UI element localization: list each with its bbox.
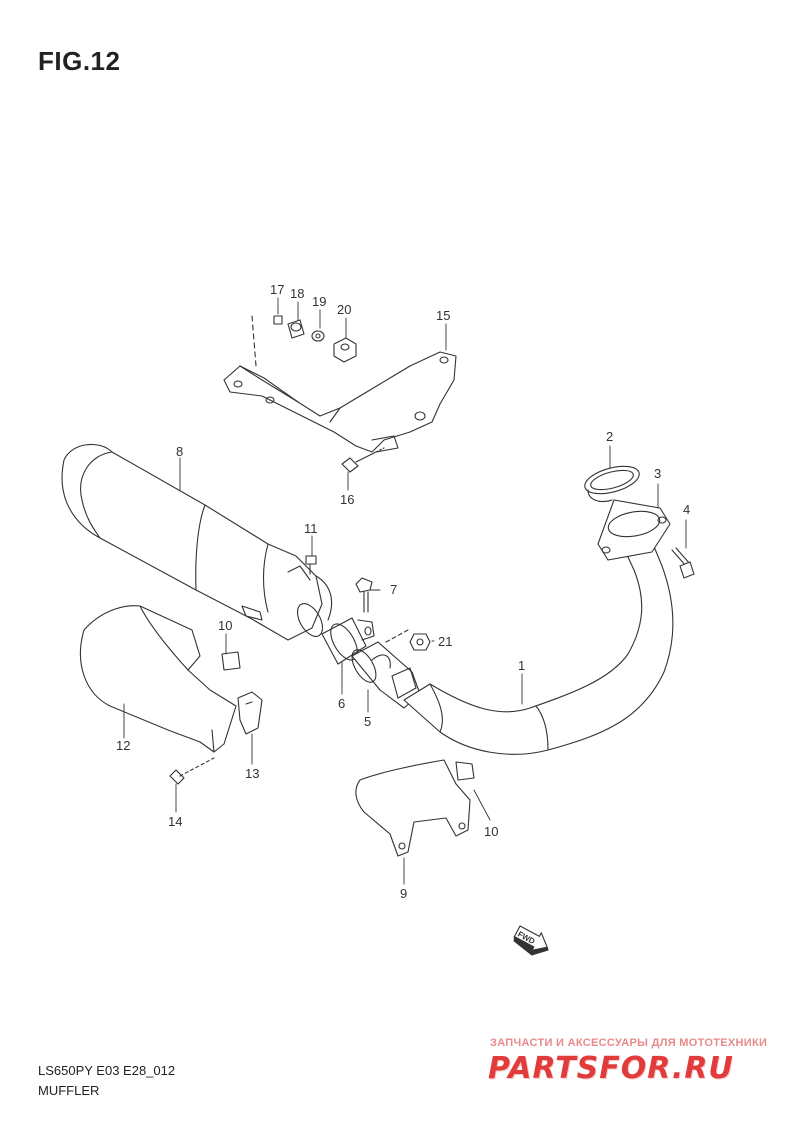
callout-3: 3 xyxy=(654,466,661,481)
part-19-washer xyxy=(311,330,325,342)
figure-title: FIG.12 xyxy=(38,46,121,76)
part-15-muffler-bracket xyxy=(223,351,457,453)
callout-7: 7 xyxy=(390,582,397,597)
callout-21: 21 xyxy=(438,634,452,649)
callout-17: 17 xyxy=(270,282,284,297)
diagram-code: LS650PY E03 E28_012 xyxy=(38,1063,176,1078)
part-12-heat-shield xyxy=(80,605,237,753)
part-3-flange xyxy=(597,499,671,561)
callout-12: 12 xyxy=(116,738,130,753)
callout-5: 5 xyxy=(364,714,371,729)
callout-10-lower: 10 xyxy=(484,824,498,839)
callout-10-upper: 10 xyxy=(218,618,232,633)
part-1-exhaust-pipe xyxy=(403,531,674,755)
part-8-muffler xyxy=(61,443,333,641)
part-9-heat-shield xyxy=(355,759,471,857)
callout-19: 19 xyxy=(312,294,326,309)
part-10-damper-lower xyxy=(455,761,475,781)
callout-2: 2 xyxy=(606,429,613,444)
part-20-nut xyxy=(333,337,357,363)
watermark-tagline: ЗАПЧАСТИ И АКСЕССУАРЫ ДЛЯ МОТОТЕХНИКИ xyxy=(490,1037,768,1049)
part-17-collar xyxy=(273,315,283,325)
part-6-clamp xyxy=(321,617,375,665)
callout-18: 18 xyxy=(290,286,304,301)
leader-lines xyxy=(123,297,687,885)
fwd-arrow-icon: FWD xyxy=(513,925,549,956)
callout-4: 4 xyxy=(683,502,690,517)
part-4-stud-bolt xyxy=(671,547,695,579)
callout-16: 16 xyxy=(340,492,354,507)
watermark-logo: PARTSFOR.RU xyxy=(488,1051,734,1086)
part-7-bolt xyxy=(355,577,373,613)
part-10-damper-upper xyxy=(221,651,241,671)
callout-1: 1 xyxy=(518,658,525,673)
part-11-bolt xyxy=(305,555,317,575)
part-13-bracket xyxy=(237,691,263,735)
diagram-name: MUFFLER xyxy=(38,1083,100,1098)
callout-15: 15 xyxy=(436,308,450,323)
callout-14: 14 xyxy=(168,814,182,829)
callout-9: 9 xyxy=(400,886,407,901)
callout-8: 8 xyxy=(176,444,183,459)
callout-13: 13 xyxy=(245,766,259,781)
callout-labels: 1 2 3 4 5 6 7 8 9 10 10 11 12 13 14 15 1… xyxy=(116,282,690,901)
callout-11: 11 xyxy=(304,521,318,536)
callout-20: 20 xyxy=(337,302,351,317)
part-14-bolt xyxy=(169,757,215,785)
part-18-cushion xyxy=(287,319,305,339)
part-16-bolt xyxy=(341,447,385,473)
part-2-gasket xyxy=(584,465,640,503)
hardware-assembly-guide xyxy=(251,315,257,367)
part-21-nut xyxy=(385,629,431,651)
callout-6: 6 xyxy=(338,696,345,711)
